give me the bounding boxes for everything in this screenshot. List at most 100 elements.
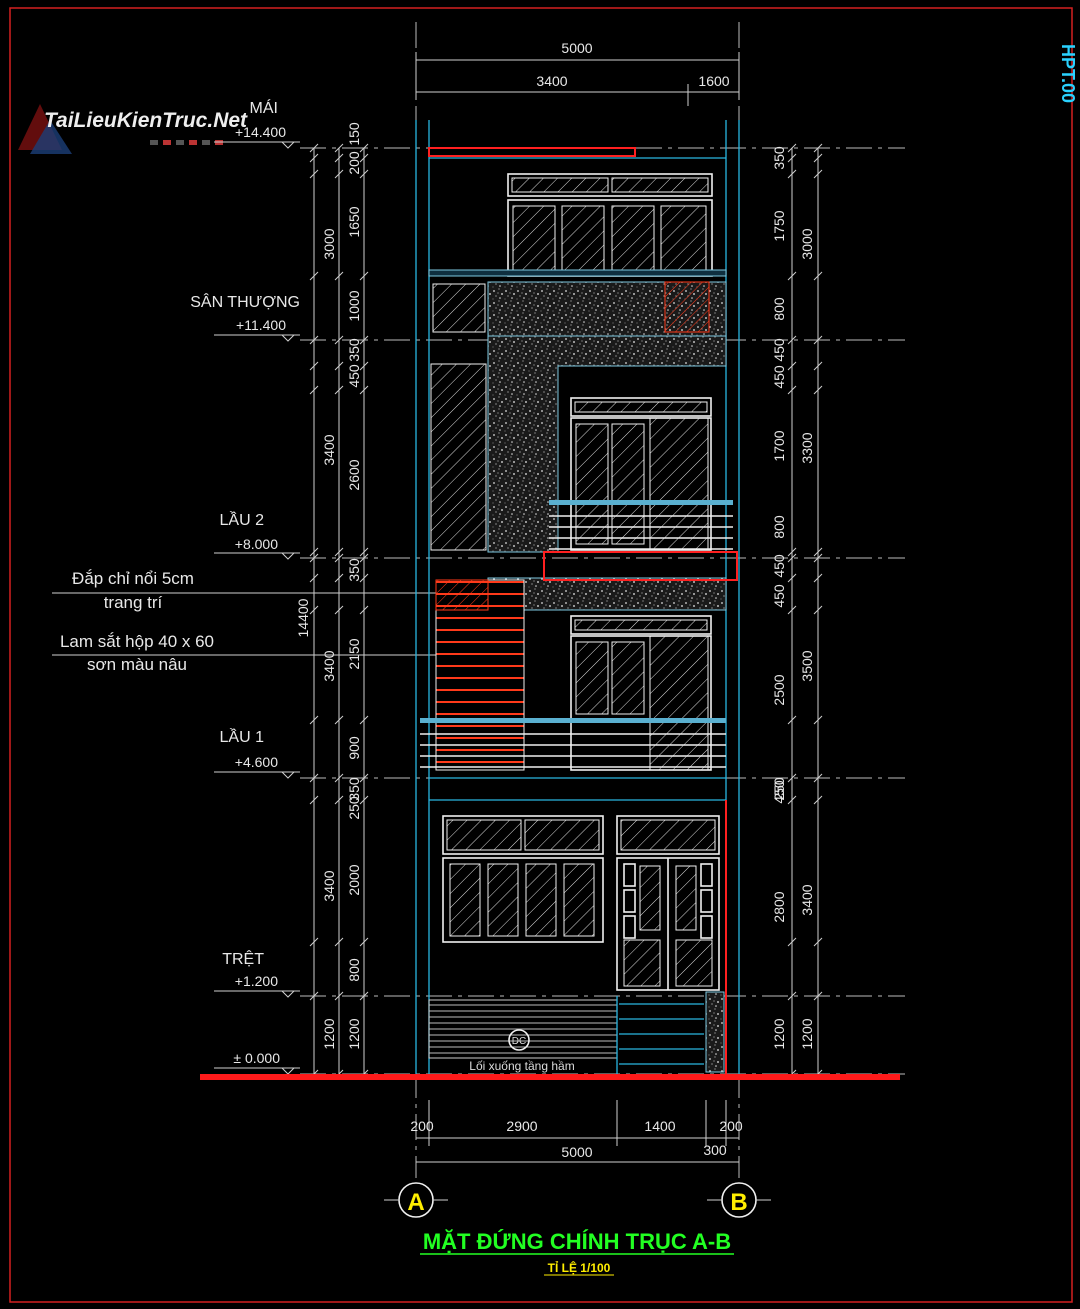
dim-tick (359, 153, 369, 163)
balcony-slab-lau2 (543, 551, 738, 581)
dim-tick (813, 605, 823, 615)
dim-left-inner-11: 250 (346, 796, 362, 820)
dim-tick (359, 169, 369, 179)
dim-tick (334, 553, 344, 563)
dim-right-inner-2: 800 (771, 297, 787, 321)
dim-tick (813, 335, 823, 345)
dim-right-outer-4: 1200 (799, 1018, 815, 1049)
dim-left-inner-13: 800 (346, 958, 362, 982)
dim-tick (334, 773, 344, 783)
dim-tick (334, 361, 344, 371)
dim-right-inner-13: 1200 (771, 1018, 787, 1049)
dim-tick (813, 553, 823, 563)
dim-tick (334, 937, 344, 947)
annotation-notes: Đắp chỉ nổi 5cm trang trí Lam sắt hộp 40… (52, 569, 470, 674)
dim-right-inner-5: 1700 (771, 430, 787, 461)
dim-tick (309, 361, 319, 371)
dim-tick (359, 547, 369, 557)
title-main: MẶT ĐỨNG CHÍNH TRỤC A-B (423, 1229, 731, 1254)
dim-right-outer-3: 3400 (799, 884, 815, 915)
dim-tick (334, 547, 344, 557)
terrace-brick-panel (664, 281, 710, 333)
dim-tick (309, 937, 319, 947)
dim-tick (309, 547, 319, 557)
dim-left-inner-14: 1200 (346, 1018, 362, 1049)
dim-tick (309, 169, 319, 179)
right-inner-dims: 3501750800450450170080045045025002504502… (771, 146, 787, 1049)
level-elev-mai: +14.400 (235, 124, 286, 140)
dim-tick (359, 143, 369, 153)
level-name-san-thuong: SÂN THƯỢNG (190, 292, 300, 311)
left-inner-dims: 1502001650100035045026003502150900350250… (346, 122, 362, 1049)
dim-left-inner-1: 200 (346, 151, 362, 175)
level-name-mai: MÁI (250, 98, 278, 117)
dim-tick (813, 715, 823, 725)
ground-window (442, 815, 604, 943)
dim-top-left: 3400 (536, 73, 567, 89)
level-elev-san-thuong: +11.400 (236, 317, 286, 333)
dim-tick (359, 991, 369, 1001)
dim-tick (787, 795, 797, 805)
level-name-tret: TRỆT (222, 949, 264, 968)
dim-tick (334, 715, 344, 725)
dim-tick (787, 605, 797, 615)
dim-tick (787, 937, 797, 947)
sheet-border (9, 7, 1073, 1303)
dim-right-inner-10: 250 (771, 777, 787, 801)
dim-tick (787, 361, 797, 371)
dim-tick (309, 573, 319, 583)
terrace-window-left (432, 283, 486, 333)
dim-tick (334, 169, 344, 179)
dim-tick (359, 773, 369, 783)
dim-left-inner-12: 2000 (346, 864, 362, 895)
terrace-slab (428, 269, 727, 277)
dim-right-inner-3: 450 (771, 338, 787, 362)
dim-tick (309, 715, 319, 725)
level-labels: MÁI +14.400 SÂN THƯỢNG +11.400 LẦU 2 +8.… (190, 98, 300, 1075)
rooftop-window (507, 173, 713, 277)
dim-tick (334, 153, 344, 163)
dim-left-outer-4: 1200 (321, 1018, 337, 1049)
level-ground: ± 0.000 (214, 1050, 300, 1075)
dim-tick (359, 553, 369, 563)
dim-right-inner-12: 2800 (771, 891, 787, 922)
dim-left-total: 14400 (295, 598, 311, 637)
dim-tick (309, 991, 319, 1001)
dim-right-inner-11: 450 (771, 780, 787, 804)
level-elev-lau-1: +4.600 (235, 754, 278, 770)
axis-marker-a: A (384, 1182, 448, 1218)
roof-parapet (428, 147, 636, 157)
level-elev-ground: ± 0.000 (233, 1050, 280, 1066)
dim-tick (334, 335, 344, 345)
dim-left-outer-3: 3400 (321, 870, 337, 901)
dim-tick (309, 335, 319, 345)
note-louver-line1: Lam sắt hộp 40 x 60 (60, 632, 214, 651)
entrance-stairs (616, 996, 704, 1074)
dim-tick (813, 153, 823, 163)
balcony-railing-lau2 (549, 500, 733, 550)
dim-tick (787, 153, 797, 163)
dim-right-inner-9: 2500 (771, 674, 787, 705)
level-tret: TRỆT +1.200 (214, 949, 300, 998)
dim-tick (787, 553, 797, 563)
dim-left-inner-0: 150 (346, 122, 362, 146)
dim-tick (787, 547, 797, 557)
dim-tick (359, 385, 369, 395)
dim-tick (359, 605, 369, 615)
dim-tick (813, 143, 823, 153)
dim-right-inner-8: 450 (771, 584, 787, 608)
dim-tick (787, 715, 797, 725)
dim-tick (359, 361, 369, 371)
dim-top-total: 5000 (561, 40, 592, 56)
dim-tick (813, 573, 823, 583)
dim-left-inner-2: 1650 (346, 206, 362, 237)
dim-tick (787, 385, 797, 395)
axis-marker-b: B (707, 1182, 771, 1218)
dim-left-inner-9: 900 (346, 736, 362, 760)
dim-tick (359, 937, 369, 947)
dim-left-inner-6: 2600 (346, 459, 362, 490)
dim-tick (309, 143, 319, 153)
dim-tick (309, 605, 319, 615)
